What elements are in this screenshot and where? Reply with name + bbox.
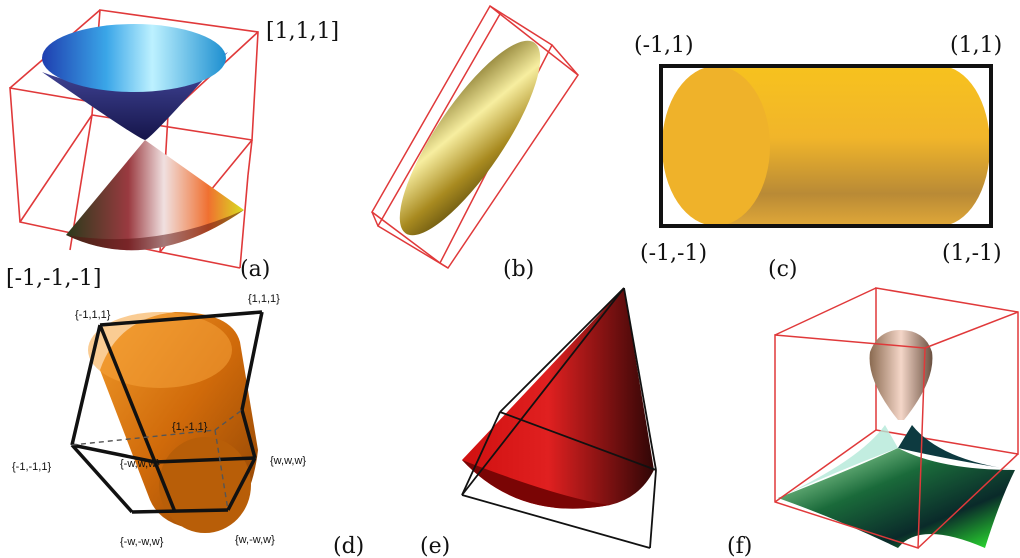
- panel-e-wireframe: [461, 287, 657, 549]
- vertex-label-mid: {-w,w,w}: [120, 458, 160, 470]
- vertex-label-bottom-right: {w,-w,w}: [235, 534, 275, 546]
- vertex-label-left: {-1,-1,1}: [12, 461, 51, 473]
- corner-label-bottom: [-1,-1,-1]: [6, 266, 101, 291]
- vertex-label-top-left: {-1,1,1}: [75, 309, 111, 321]
- vertex-label-bottom-left: {-w,-w,w}: [120, 536, 164, 548]
- corner-label-top-left: (-1,1): [634, 33, 694, 58]
- red-cone-shape: [462, 288, 654, 509]
- corner-label-bottom-right: (1,-1): [942, 241, 1002, 266]
- panel-label-d: (d): [333, 534, 364, 558]
- vertex-label-top-right: {1,1,1}: [248, 293, 280, 305]
- panel-label-f: (f): [727, 534, 752, 558]
- upper-cone-shape: [42, 24, 228, 140]
- panel-b: (b): [371, 4, 580, 282]
- saddle-surface-shape: [778, 425, 1015, 548]
- panel-a: [1,1,1] [-1,-1,-1] (a): [6, 9, 339, 291]
- panel-d-hidden-edges: [71, 409, 243, 511]
- cylinder-shape: [662, 66, 990, 226]
- corner-label-top-right: (1,1): [950, 33, 1002, 58]
- vertex-label-right: {w,w,w}: [270, 455, 306, 467]
- corner-label-bottom-left: (-1,-1): [640, 241, 707, 266]
- panel-label-a: (a): [240, 257, 270, 282]
- lower-cone-shape: [66, 140, 244, 251]
- teardrop-shape: [869, 330, 933, 420]
- panel-c-rectangle: [659, 64, 993, 228]
- panel-d-wireframe: [70, 310, 264, 514]
- corner-label-top: [1,1,1]: [266, 19, 339, 44]
- ellipsoid-shape: [399, 40, 541, 236]
- panel-d: {-1,1,1} {1,1,1} {1,-1,1} {-1,-1,1} {-w,…: [12, 293, 364, 558]
- panel-label-b: (b): [503, 257, 534, 282]
- panel-f-bounding-cube-front: [774, 287, 1019, 550]
- panel-e: (e): [420, 287, 657, 558]
- panel-label-e: (e): [420, 534, 450, 558]
- panel-f: (f): [727, 287, 1019, 558]
- vertex-label-inner: {1,-1,1}: [172, 421, 208, 433]
- panel-c: (-1,1) (1,1) (-1,-1) (1,-1) (c): [634, 33, 1002, 282]
- panel-label-c: (c): [768, 257, 798, 282]
- panel-b-bounding-box: [371, 4, 580, 270]
